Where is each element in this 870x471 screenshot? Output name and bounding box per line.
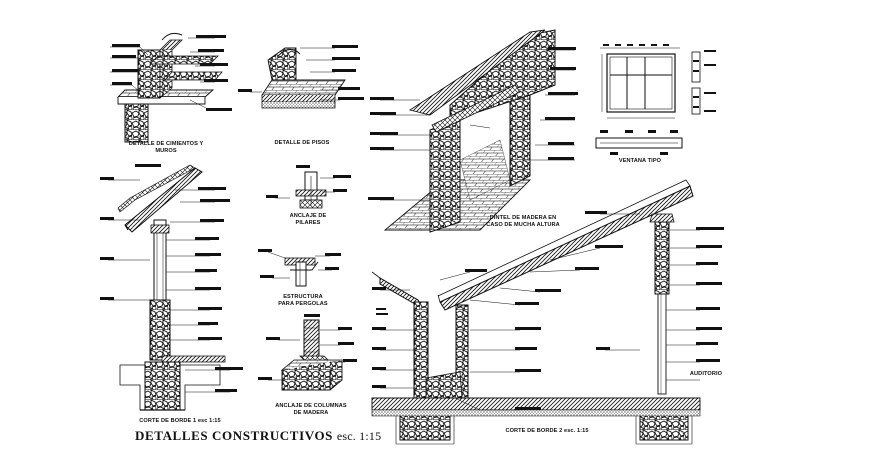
detail-ventana [595,44,716,155]
caption-anclaje-pilares-line2: PILARES [295,220,321,226]
caption-dintel-line1: DINTEL DE MADERA EN [489,215,557,221]
caption-dintel-line2: CASO DE MUCHA ALTURA [486,222,560,228]
detail-anclaje-columnas [258,314,357,391]
caption-cimientos-line1: DETALLE DE CIMIENTOS Y [128,141,204,147]
caption-anclaje-columnas-line2: DE MADERA [293,410,329,416]
caption-anclaje-columnas-line1: ANCLAJE DE COLUMNAS [275,403,347,409]
caption-dintel: DINTEL DE MADERA EN CASO DE MUCHA ALTURA [478,215,568,229]
detail-cimientos-muros [110,32,232,143]
caption-cimientos-line2: MUROS [155,148,177,154]
caption-cimientos-muros: DETALLE DE CIMIENTOS Y MUROS [118,141,214,155]
caption-anclaje-pilares: ANCLAJE DE PILARES [283,213,333,227]
caption-estructura-pergolas: ESTRUCTURA PARA PERGOLAS [273,294,333,308]
caption-ventana: VENTANA TIPO [618,158,662,164]
caption-anclaje-columnas: ANCLAJE DE COLUMNAS DE MADERA [265,403,357,417]
caption-pisos: DETALLE DE PISOS [274,140,330,146]
detail-dintel [368,29,578,233]
detail-estructura-pergolas [258,249,341,287]
sheet-title-text: DETALLES CONSTRUCTIVOS [135,428,333,443]
caption-estructura-line2: PARA PERGOLAS [278,301,328,307]
detail-anclaje-pilares [266,165,351,209]
caption-estructura-line1: ESTRUCTURA [283,294,323,300]
caption-anclaje-pilares-line1: ANCLAJE DE [289,213,327,219]
detail-pisos [238,45,364,109]
detail-corte-borde-1 [100,164,243,411]
sheet-title-scale: esc. 1:15 [336,429,382,443]
caption-corte-borde-1: CORTE DE BORDE 1 esc 1:15 [139,418,221,424]
caption-corte-borde-2: CORTE DE BORDE 2 esc. 1:15 [505,428,589,434]
caption-auditorio: AUDITORIO [689,371,723,377]
sheet-title: DETALLES CONSTRUCTIVOS esc. 1:15 [135,428,381,444]
detail-corte-borde-2 [371,179,724,445]
